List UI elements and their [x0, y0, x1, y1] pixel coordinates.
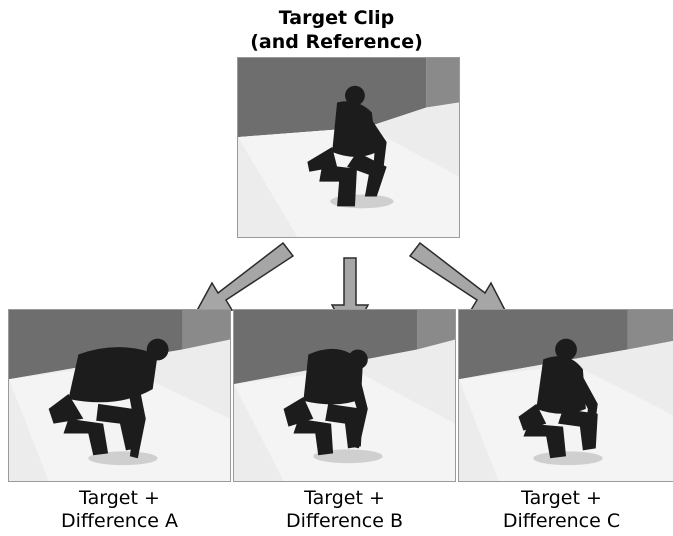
caption-difference-c: Target + Difference C — [450, 487, 673, 533]
caption-a-line-1: Target + — [79, 487, 160, 509]
difference-b-frame — [233, 309, 456, 482]
diagram-title: Target Clip (and Reference) — [0, 6, 673, 54]
title-line-2: (and Reference) — [250, 31, 423, 53]
arrow-to-c — [408, 241, 510, 317]
target-clip-frame — [237, 57, 460, 238]
caption-c-line-1: Target + — [521, 487, 602, 509]
difference-a-frame — [8, 309, 231, 482]
caption-b-line-1: Target + — [304, 487, 385, 509]
caption-difference-a: Target + Difference A — [8, 487, 231, 533]
difference-c-frame — [458, 309, 673, 482]
difference-a-image — [9, 310, 230, 481]
caption-a-line-2: Difference A — [61, 510, 178, 532]
difference-b-image — [234, 310, 455, 481]
caption-c-line-2: Difference C — [502, 510, 621, 532]
caption-b-line-2: Difference B — [285, 510, 404, 532]
arrow-to-a — [192, 241, 295, 317]
title-line-1: Target Clip — [278, 7, 395, 29]
target-clip-image — [238, 58, 459, 237]
caption-difference-b: Target + Difference B — [233, 487, 456, 533]
difference-c-image — [459, 310, 673, 481]
